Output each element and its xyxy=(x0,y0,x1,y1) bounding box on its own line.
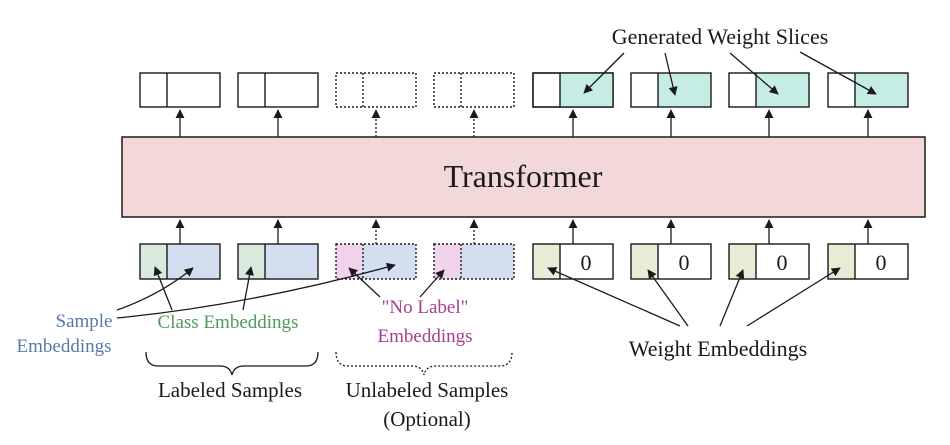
weight-embeddings-label: Weight Embeddings xyxy=(629,336,807,361)
unlabeled-samples-optional-label: (Optional) xyxy=(383,407,470,431)
generated-weight-slice xyxy=(855,73,908,107)
output-box-labeled-2 xyxy=(237,72,319,108)
input-box-unlabeled-2 xyxy=(433,243,515,280)
sample-embedding-cell xyxy=(363,244,416,279)
class-embedding-cell xyxy=(238,244,265,279)
sample-embedding-cell xyxy=(167,244,220,279)
output-box-unlabeled-2 xyxy=(433,72,515,108)
generated-weight-slices-label: Generated Weight Slices xyxy=(612,24,829,49)
zero-value: 0 xyxy=(777,250,788,275)
input-box-weight-4: 0 xyxy=(827,243,909,280)
class-embeddings-label: Class Embeddings xyxy=(158,312,299,333)
labeled-samples-brace xyxy=(145,351,319,376)
output-box-weight-4 xyxy=(827,72,909,108)
transformer-label: Transformer xyxy=(444,158,603,194)
input-box-labeled-1 xyxy=(139,243,221,280)
weight-embedding-cell xyxy=(533,244,560,279)
output-box-weight-1 xyxy=(532,72,614,108)
zero-value: 0 xyxy=(876,250,887,275)
input-box-unlabeled-1 xyxy=(335,243,417,280)
input-transformer-arrows xyxy=(175,219,873,244)
labeled-samples-label: Labeled Samples xyxy=(158,378,302,402)
no-label-embedding-cell xyxy=(336,244,363,279)
no-label-embedding-cell xyxy=(434,244,461,279)
output-box-labeled-1 xyxy=(139,72,221,108)
output-row xyxy=(139,72,909,108)
transformer-output-arrows xyxy=(175,109,873,137)
input-box-weight-1: 0 xyxy=(532,243,614,280)
sample-embeddings-label-line1: Sample xyxy=(56,311,113,332)
sample-embedding-cell xyxy=(265,244,318,279)
no-label-embeddings-label-line1: "No Label" xyxy=(382,297,469,318)
no-label-embeddings-label-line2: Embeddings xyxy=(378,326,473,347)
output-box-weight-2 xyxy=(630,72,712,108)
output-box-unlabeled-1 xyxy=(335,72,417,108)
input-box-labeled-2 xyxy=(237,243,319,280)
transformer-block: Transformer xyxy=(121,136,926,218)
sample-embedding-cell xyxy=(461,244,514,279)
zero-value: 0 xyxy=(679,250,690,275)
unlabeled-samples-brace xyxy=(335,351,513,376)
weight-embedding-cell xyxy=(729,244,756,279)
generated-weight-slice xyxy=(756,73,809,107)
input-row: 0 0 0 0 xyxy=(139,243,909,280)
unlabeled-samples-label: Unlabeled Samples xyxy=(346,378,509,402)
title-to-slice-arrows xyxy=(583,51,877,96)
sample-embeddings-label-line2: Embeddings xyxy=(17,336,112,357)
weight-embedding-cell xyxy=(631,244,658,279)
input-box-weight-2: 0 xyxy=(630,243,712,280)
annotation-arrows xyxy=(116,262,841,327)
zero-value: 0 xyxy=(581,250,592,275)
generated-weight-slice xyxy=(658,73,711,107)
class-embedding-cell xyxy=(140,244,167,279)
weight-embedding-cell xyxy=(828,244,855,279)
output-box-weight-3 xyxy=(728,72,810,108)
